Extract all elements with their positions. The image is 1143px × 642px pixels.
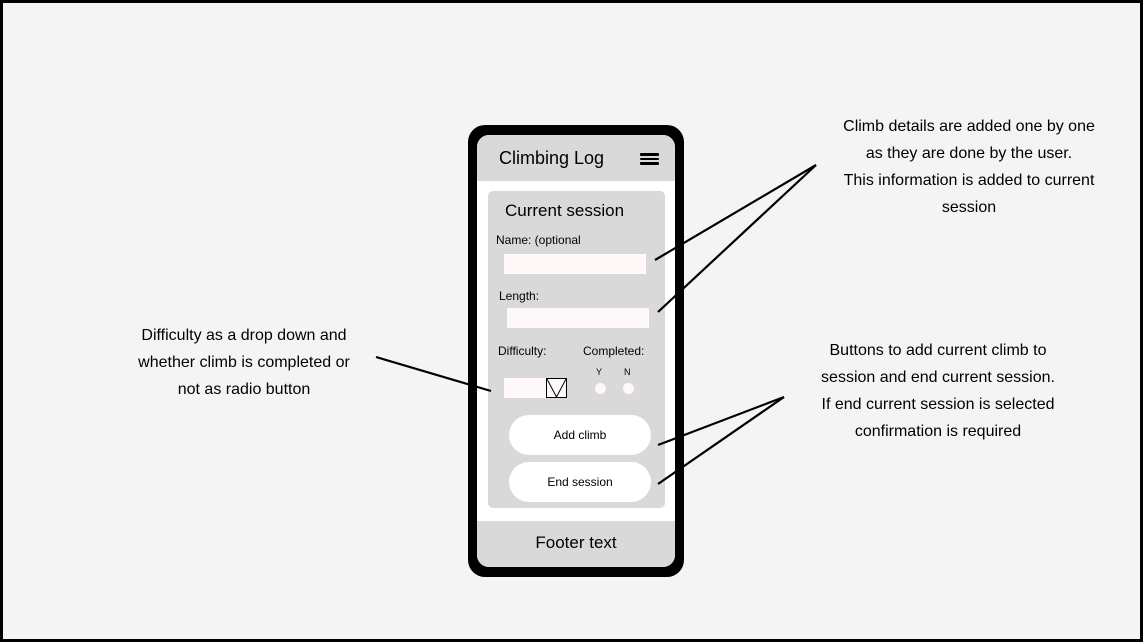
current-session-card bbox=[488, 191, 665, 508]
radio-no-label: N bbox=[624, 367, 631, 377]
annotation-line: as they are done by the user. bbox=[865, 145, 1073, 162]
completed-label: Completed: bbox=[583, 344, 645, 358]
completed-no-radio[interactable] bbox=[623, 383, 634, 394]
annotation-climb-details: Climb details are added one by one as th… bbox=[843, 113, 1095, 221]
app-footer bbox=[477, 521, 675, 567]
add-climb-button[interactable]: Add climb bbox=[509, 415, 651, 455]
difficulty-dropdown[interactable] bbox=[504, 378, 567, 398]
annotation-line: session and end current session. bbox=[821, 369, 1055, 386]
footer-text: Footer text bbox=[535, 533, 617, 552]
app-title: Climbing Log bbox=[499, 148, 605, 168]
radio-yes-label: Y bbox=[596, 367, 603, 377]
annotation-line: confirmation is required bbox=[854, 423, 1022, 440]
dropdown-arrow-icon[interactable] bbox=[546, 378, 567, 398]
annotation-line: not as radio button bbox=[177, 381, 311, 398]
hamburger-menu-icon[interactable] bbox=[640, 153, 659, 165]
end-session-button[interactable]: End session bbox=[509, 462, 651, 502]
annotation-line: Climb details are added one by one bbox=[843, 118, 1095, 135]
connector-line-length-field bbox=[657, 164, 817, 313]
annotation-line: This information is added to current bbox=[843, 172, 1095, 189]
annotation-line: whether climb is completed or bbox=[138, 354, 350, 371]
name-input[interactable] bbox=[504, 254, 646, 274]
annotation-buttons: Buttons to add current climb to session … bbox=[821, 337, 1055, 445]
annotation-line: Buttons to add current climb to bbox=[829, 342, 1047, 359]
connector-line-end-session bbox=[657, 396, 785, 485]
annotation-lines bbox=[375, 164, 817, 485]
section-title: Current session bbox=[505, 201, 625, 220]
difficulty-label: Difficulty: bbox=[498, 344, 547, 358]
annotation-difficulty: Difficulty as a drop down and whether cl… bbox=[138, 322, 350, 403]
length-label: Length: bbox=[499, 289, 540, 303]
annotation-line: session bbox=[941, 199, 997, 216]
length-input[interactable] bbox=[507, 308, 649, 328]
connector-line-add-climb bbox=[657, 395, 785, 447]
completed-yes-radio[interactable] bbox=[595, 383, 606, 394]
annotation-line: Difficulty as a drop down and bbox=[141, 327, 347, 344]
annotation-line: If end current session is selected bbox=[821, 396, 1055, 413]
name-label: Name: (optional bbox=[496, 233, 581, 247]
connector-line-name-field bbox=[654, 164, 817, 261]
connector-line-difficulty bbox=[375, 355, 492, 393]
